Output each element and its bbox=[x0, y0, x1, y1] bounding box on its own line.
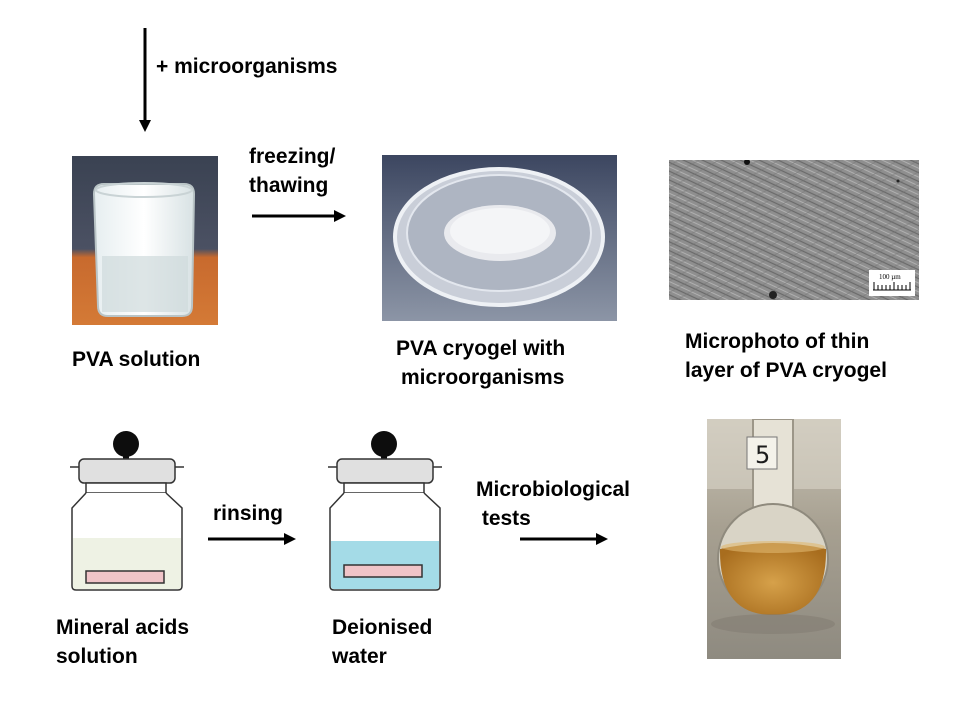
mineral-acids-label-line1: Mineral acids bbox=[56, 616, 190, 639]
add-microorganisms-arrow bbox=[139, 28, 151, 132]
jar-knob bbox=[113, 431, 139, 457]
deionised-label-line2: water bbox=[332, 645, 387, 668]
jar-lid bbox=[336, 458, 434, 484]
jar-knob bbox=[371, 431, 397, 457]
freezing-arrow bbox=[252, 210, 346, 222]
sample-strip bbox=[343, 564, 423, 578]
mineral-acids-label-line2: solution bbox=[56, 645, 138, 668]
freezing-label-line1: freezing/ bbox=[249, 145, 336, 168]
sample-strip bbox=[85, 570, 165, 584]
pva-solution-label: PVA solution bbox=[72, 348, 201, 371]
microphoto-label-line1: Microphoto of thin bbox=[685, 330, 870, 353]
microphoto-label-line2: layer of PVA cryogel bbox=[685, 359, 887, 382]
mineral-acids-jar bbox=[70, 431, 184, 591]
pva-solution-photo bbox=[72, 156, 218, 325]
freezing-label-line2: thawing bbox=[249, 174, 329, 197]
rinsing-arrow bbox=[208, 533, 296, 545]
deionised-label-line1: Deionised bbox=[332, 616, 433, 639]
scale-bar: 100 µm bbox=[873, 273, 911, 291]
jar-lid bbox=[78, 458, 176, 484]
micro-tests-label-line2: tests bbox=[476, 507, 531, 530]
cryogel-photo bbox=[382, 155, 617, 321]
cryogel-label-line1: PVA cryogel with bbox=[396, 337, 566, 360]
microphoto-image: 100 µm bbox=[669, 160, 919, 300]
rinsing-label: rinsing bbox=[213, 502, 284, 525]
cryogel-label-line2: microorganisms bbox=[401, 366, 565, 389]
micro-tests-label-line1: Microbiological bbox=[476, 478, 631, 501]
deionised-water-jar bbox=[328, 431, 442, 591]
flask-photo: 5 bbox=[707, 419, 841, 659]
flask-number: 5 bbox=[755, 441, 770, 469]
micro-tests-arrow bbox=[520, 533, 608, 545]
scale-bar-label: 100 µm bbox=[879, 273, 901, 281]
add-microorganisms-label: + microorganisms bbox=[156, 55, 338, 78]
